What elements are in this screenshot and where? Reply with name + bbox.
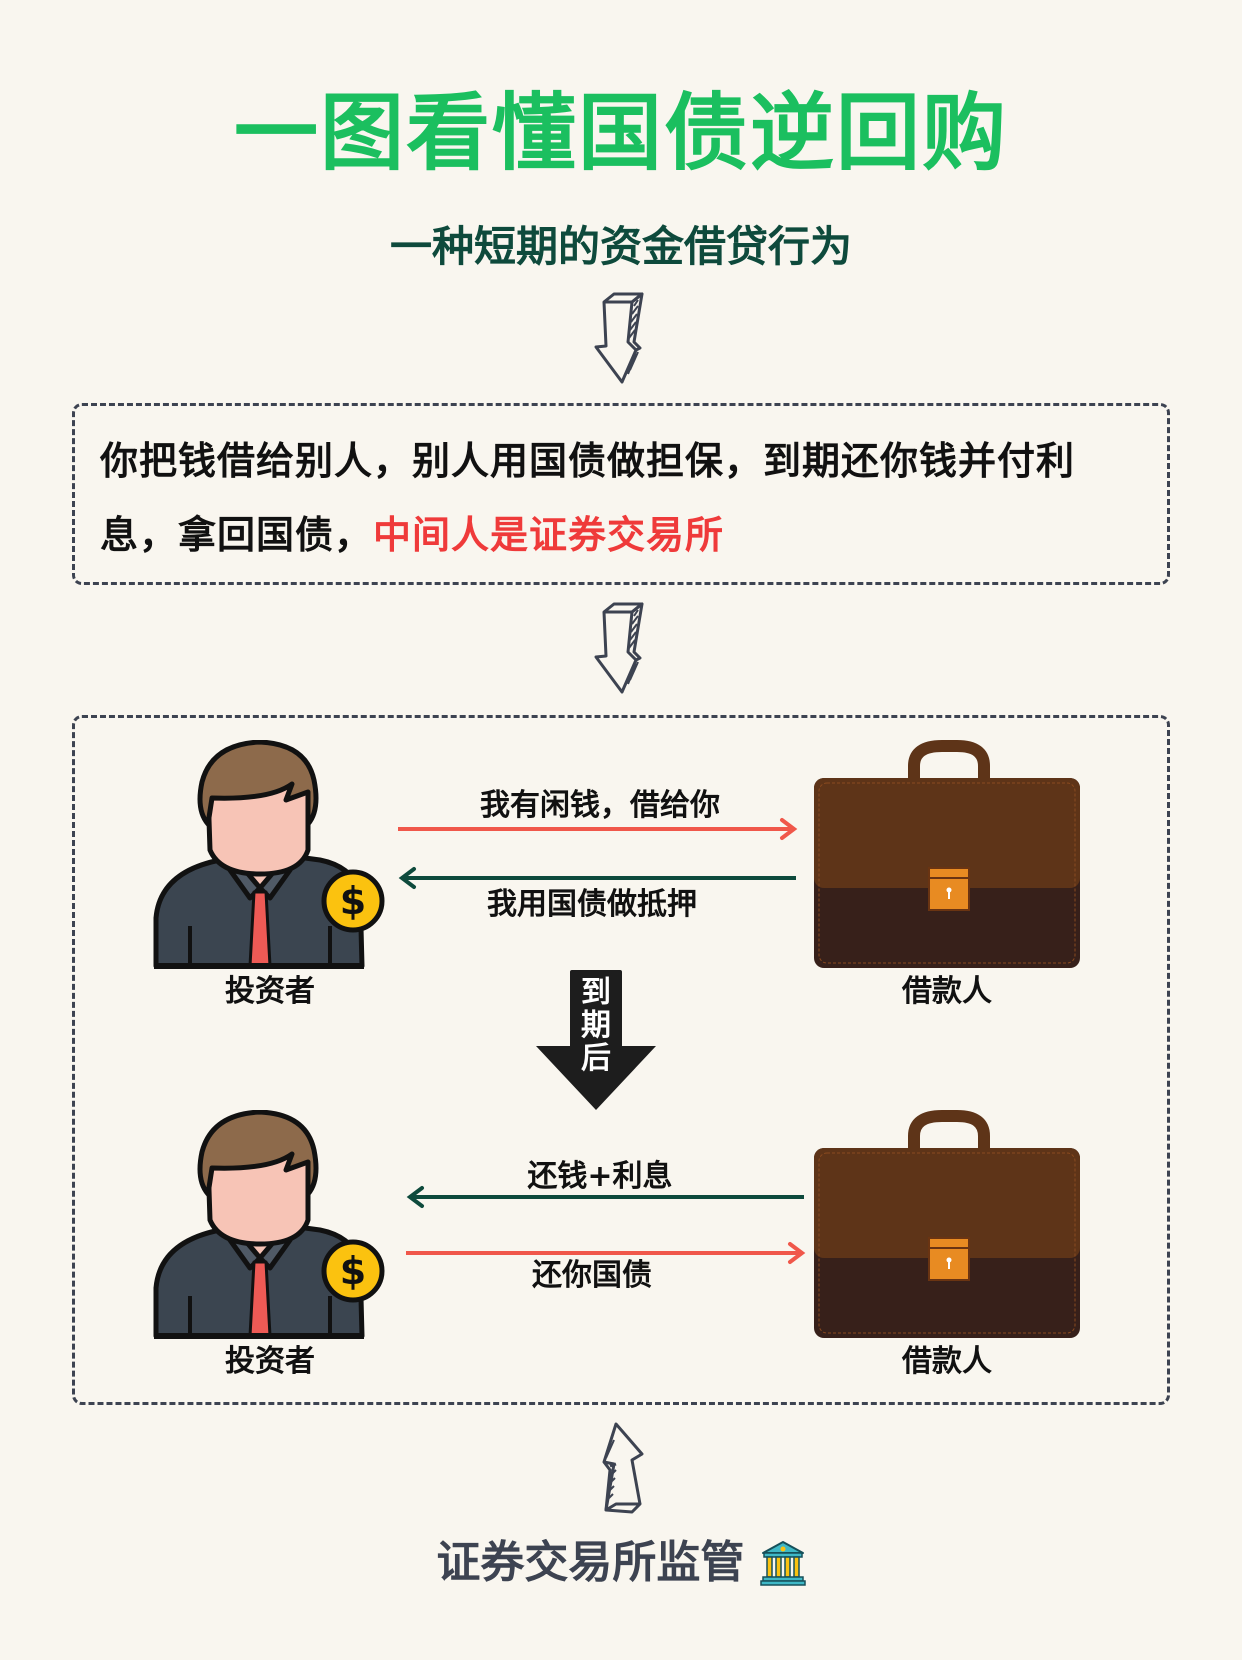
bank-building-icon	[759, 1541, 806, 1586]
dollar-coin-icon: $	[321, 869, 385, 933]
maturity-char: 后	[581, 1041, 611, 1076]
repay-interest-label: 还钱+利息	[527, 1159, 673, 1194]
definition-text-highlight: 中间人是证券交易所	[373, 513, 725, 557]
svg-text:$: $	[340, 879, 366, 923]
arrow-left-green	[406, 1186, 804, 1208]
arrow-right-red	[398, 818, 798, 840]
definition-text-normal: 你把钱借给别人，别人用国债做担保，到期还你钱并付利息，拿回国债，	[100, 439, 1076, 557]
maturity-down-arrow	[536, 970, 656, 1110]
maturity-char: 到	[581, 975, 611, 1010]
investor-label: 投资者	[225, 974, 315, 1009]
return-bond-label: 还你国债	[532, 1258, 652, 1293]
briefcase-icon	[814, 740, 1080, 968]
page-subtitle: 一种短期的资金借贷行为	[389, 222, 852, 271]
svg-text:$: $	[340, 1249, 366, 1293]
page-title: 一图看懂国债逆回购	[233, 84, 1008, 182]
sketch-down-arrow-icon	[594, 602, 644, 694]
investor-avatar-icon	[153, 1110, 365, 1339]
footer: 证券交易所监管	[0, 1535, 1242, 1589]
arrow-left-green	[398, 867, 796, 889]
investor-label: 投资者	[225, 1344, 315, 1379]
flow-box	[72, 715, 1170, 1405]
maturity-char: 期	[581, 1008, 611, 1043]
footer-text: 证券交易所监管	[436, 1537, 745, 1588]
definition-box	[72, 403, 1170, 585]
borrower-label: 借款人	[902, 1344, 992, 1379]
borrower-label: 借款人	[902, 974, 992, 1009]
arrow-right-red	[406, 1242, 806, 1264]
investor-avatar-icon	[153, 740, 365, 969]
dollar-coin-icon: $	[321, 1239, 385, 1303]
collateral-label: 我用国债做抵押	[487, 887, 697, 922]
definition-text: 你把钱借给别人，别人用国债做担保，到期还你钱并付利息，拿回国债，中间人是证券交易…	[100, 424, 1150, 572]
sketch-down-arrow-icon	[594, 292, 644, 384]
maturity-label: 到 期 后	[571, 976, 621, 1075]
sketch-up-arrow-icon	[602, 1422, 644, 1514]
briefcase-icon	[814, 1110, 1080, 1338]
lend-money-label: 我有闲钱，借给你	[480, 788, 720, 823]
